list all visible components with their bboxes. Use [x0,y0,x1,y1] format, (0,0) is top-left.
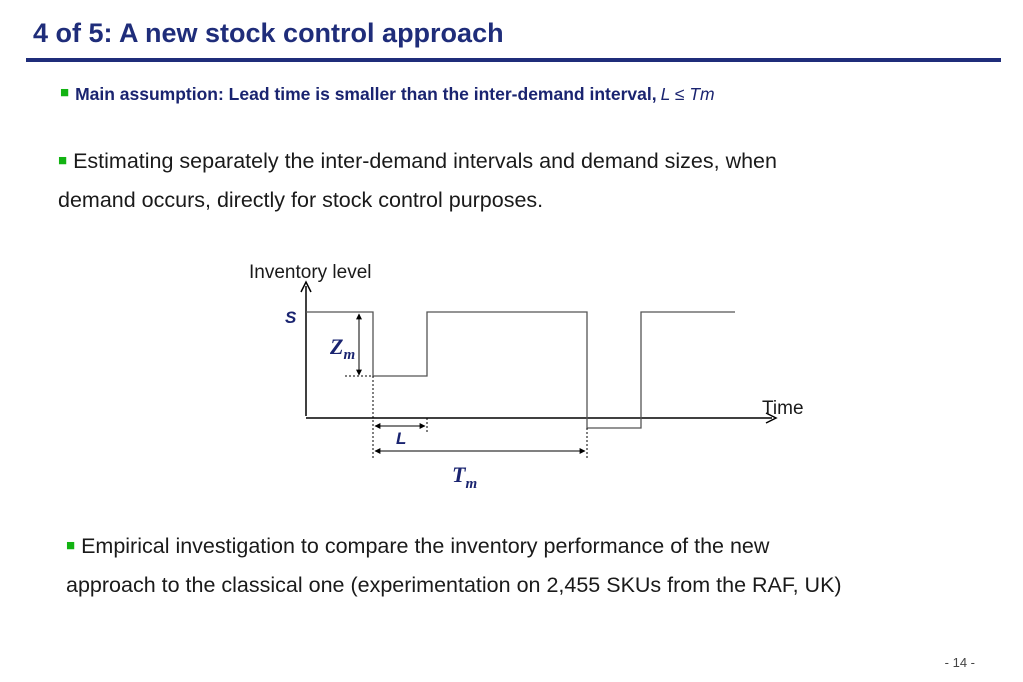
inventory-level-line [306,311,735,429]
square-bullet-icon: ■ [60,84,70,101]
square-bullet-icon: ■ [58,152,68,169]
y-axis-label: Inventory level [249,262,372,283]
bullet-estimating: ■ Estimating separately the inter-demand … [58,141,777,220]
lead-time-label: L [396,429,406,448]
main-assumption-math: L ≤ Tm [660,84,715,104]
level-label: S [285,308,297,327]
estimating-text-line-1: Estimating separately the inter-demand i… [73,149,777,173]
x-axis-label: Time [762,398,804,419]
empirical-text-line-2: approach to the classical one (experimen… [66,573,842,597]
slide-title: 4 of 5: A new stock control approach [33,18,504,48]
page-number: - 14 - [944,655,975,670]
y-axis-arrow-icon [300,280,312,293]
bullet-main-assumption: ■ Main assumption: Lead time is smaller t… [60,84,715,105]
square-bullet-icon: ■ [66,537,76,554]
x-axis-arrow-icon [765,412,778,424]
demand-size-label: Zm [329,334,355,363]
empirical-text-line-1: Empirical investigation to compare the i… [81,534,770,558]
main-assumption-text: Main assumption: Lead time is smaller th… [75,84,657,104]
interval-label: Tm [452,462,477,492]
bullet-empirical: ■ Empirical investigation to compare the … [66,526,842,605]
title-divider [26,58,1001,62]
estimating-text-line-2: demand occurs, directly for stock contro… [58,188,544,212]
